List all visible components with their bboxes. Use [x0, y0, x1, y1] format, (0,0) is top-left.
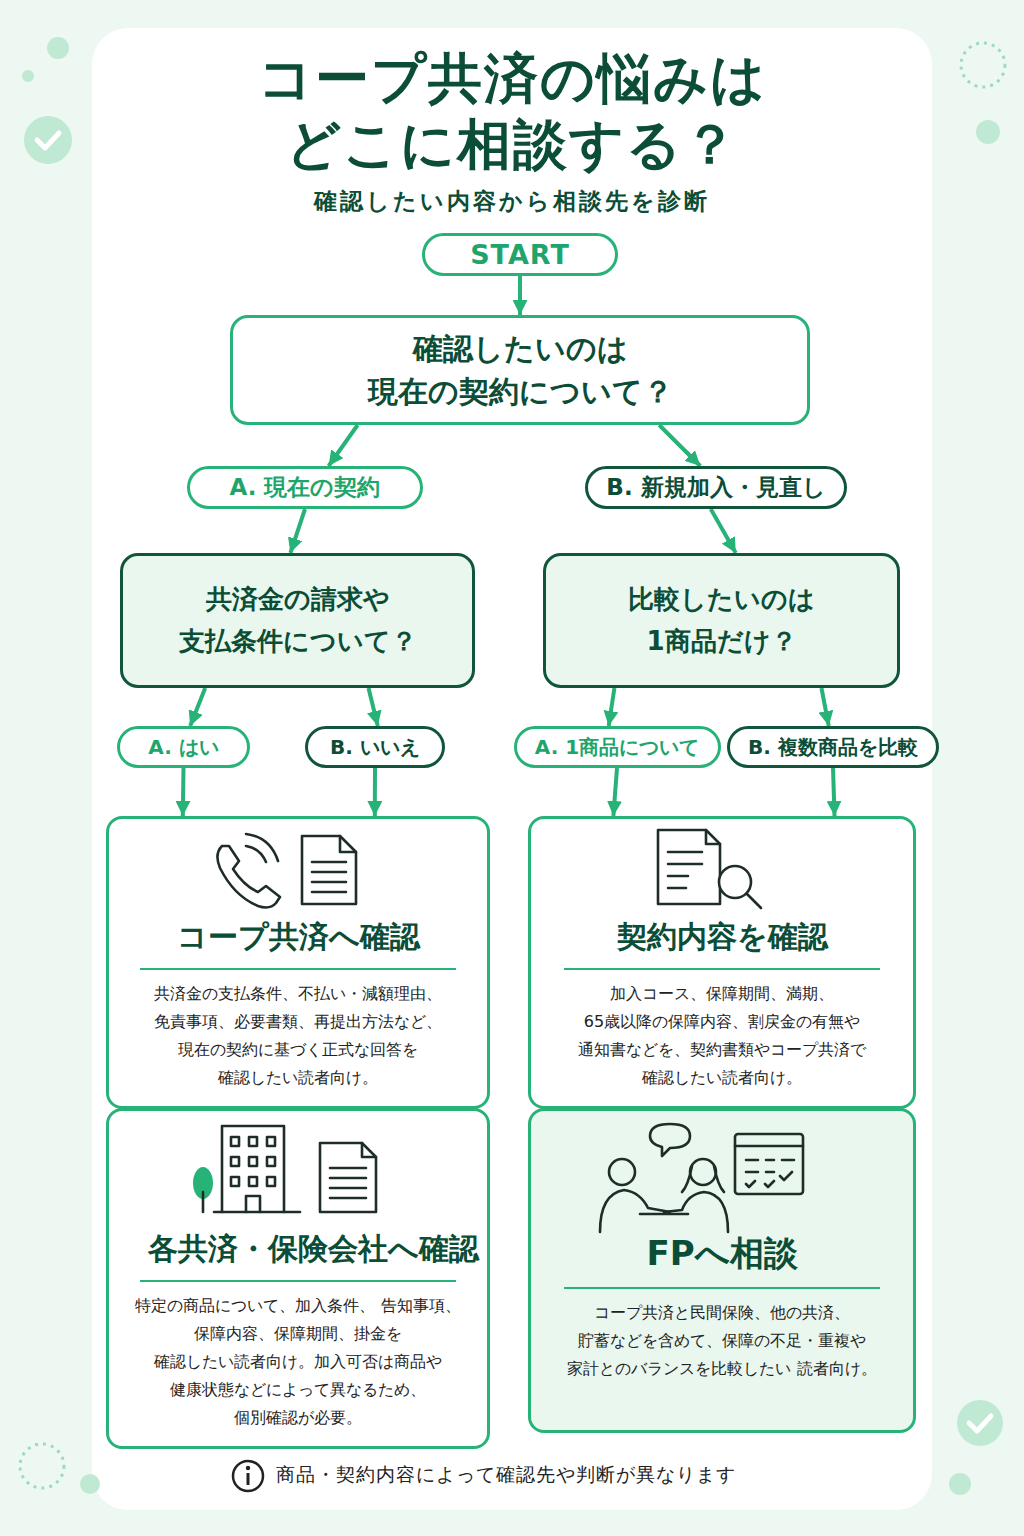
answer-pill: A. 1商品について: [514, 726, 721, 768]
question-box-label: 確認したいのは 現在の契約について？: [273, 327, 767, 414]
check-badge: [957, 1400, 1003, 1446]
answer-pill-label: A. 現在の契約: [230, 472, 381, 503]
subtitle: 確認したい内容から相談先を診断: [140, 186, 884, 217]
title-block: コープ共済の悩みは どこに相談する？: [140, 46, 884, 178]
flow-arrow: [609, 688, 615, 726]
result-box: 各共済・保険会社へ確認特定の商品について、加入条件、 告知事項、保障内容、保障期…: [106, 1108, 490, 1449]
check-badge: [24, 116, 72, 164]
document-icon: [302, 836, 356, 904]
answer-pill: B. いいえ: [305, 726, 445, 768]
answer-pill: B. 新規加入・見直し: [585, 466, 847, 509]
result-heading: FPへ相談: [564, 1231, 880, 1289]
flow-arrow: [329, 425, 358, 466]
info-icon-dot: [246, 1466, 250, 1470]
result-body: 共済金の支払条件、不払い・減額理由、 免責事項、必要書類、再提出方法など、 現在…: [127, 980, 469, 1092]
answer-pill: A. 現在の契約: [187, 466, 423, 509]
flow-arrow: [659, 425, 700, 466]
dot: [47, 37, 69, 59]
flow-arrow: [181, 768, 186, 816]
start-pill: START: [422, 233, 618, 276]
flow-arrow: [613, 768, 617, 816]
answer-pill-label: A. 1商品について: [535, 734, 699, 761]
result-body: コープ共済と民間保険、他の共済、 貯蓄などを含めて、保障の不足・重複や 家計との…: [549, 1299, 895, 1383]
dotted-ring: [961, 43, 1005, 87]
check-mark: [37, 133, 59, 148]
question-box: 確認したいのは 現在の契約について？: [230, 315, 810, 425]
flow-arrow: [821, 688, 828, 726]
flow-arrow: [290, 509, 305, 553]
flow-arrow: [369, 688, 378, 726]
footnote-box: 商品・契約内容によって確認先や判断が異なります: [276, 1462, 916, 1488]
flow-arrow: [373, 768, 377, 816]
dot: [949, 1473, 971, 1495]
dot: [976, 120, 1000, 144]
answer-pill-label: B. いいえ: [330, 734, 420, 761]
phone-icon: [217, 834, 280, 907]
footnote: 商品・契約内容によって確認先や判断が異なります: [276, 1462, 916, 1488]
question-box-label: 共済金の請求や 支払条件について？: [153, 579, 442, 662]
info-icon-bar: [247, 1473, 250, 1485]
info-icon: [233, 1461, 263, 1491]
flow-arrow: [518, 276, 522, 315]
building-icon: [214, 1126, 300, 1212]
result-heading: 契約内容を確認: [564, 917, 880, 970]
result-box: FPへ相談コープ共済と民間保険、他の共済、 貯蓄などを含めて、保障の不足・重複や…: [528, 1108, 916, 1433]
answer-pill: A. はい: [117, 726, 250, 768]
result-body: 特定の商品について、加入条件、 告知事項、保障内容、保障期間、掛金を 確認したい…: [127, 1292, 469, 1432]
result-heading: 各共済・保険会社へ確認: [140, 1229, 456, 1282]
subtitle-box: 確認したい内容から相談先を診断: [140, 186, 884, 217]
result-box: コープ共済へ確認共済金の支払条件、不払い・減額理由、 免責事項、必要書類、再提出…: [106, 816, 490, 1109]
answer-pill: B. 複数商品を比較: [727, 726, 939, 768]
answer-pill-label: B. 新規加入・見直し: [606, 472, 825, 503]
answer-pill-label: B. 複数商品を比較: [748, 734, 918, 761]
title: コープ共済の悩みは どこに相談する？: [140, 46, 884, 178]
question-box: 共済金の請求や 支払条件について？: [120, 553, 475, 688]
answer-pill-label: A. はい: [148, 734, 218, 761]
result-body: 加入コース、保障期間、満期、 65歳以降の保障内容、割戻金の有無や 通知書などを…: [549, 980, 895, 1092]
flow-arrow: [833, 768, 835, 816]
flow-arrow: [711, 509, 736, 553]
question-box-label: 比較したいのは 1商品だけ？: [576, 579, 867, 662]
dotted-ring: [20, 1444, 64, 1488]
dot: [80, 1474, 100, 1494]
tree-icon: [193, 1167, 213, 1212]
start-pill-label: START: [470, 239, 570, 270]
consultation-icon: [600, 1124, 803, 1232]
document-search-icon: [658, 830, 761, 908]
question-box: 比較したいのは 1商品だけ？: [543, 553, 900, 688]
result-heading: コープ共済へ確認: [140, 917, 456, 970]
dot: [22, 70, 34, 82]
flow-arrow: [190, 688, 205, 726]
check-mark: [969, 1416, 991, 1431]
panel: [92, 28, 932, 1510]
result-box: 契約内容を確認加入コース、保障期間、満期、 65歳以降の保障内容、割戻金の有無や…: [528, 816, 916, 1109]
document-icon: [320, 1143, 376, 1212]
